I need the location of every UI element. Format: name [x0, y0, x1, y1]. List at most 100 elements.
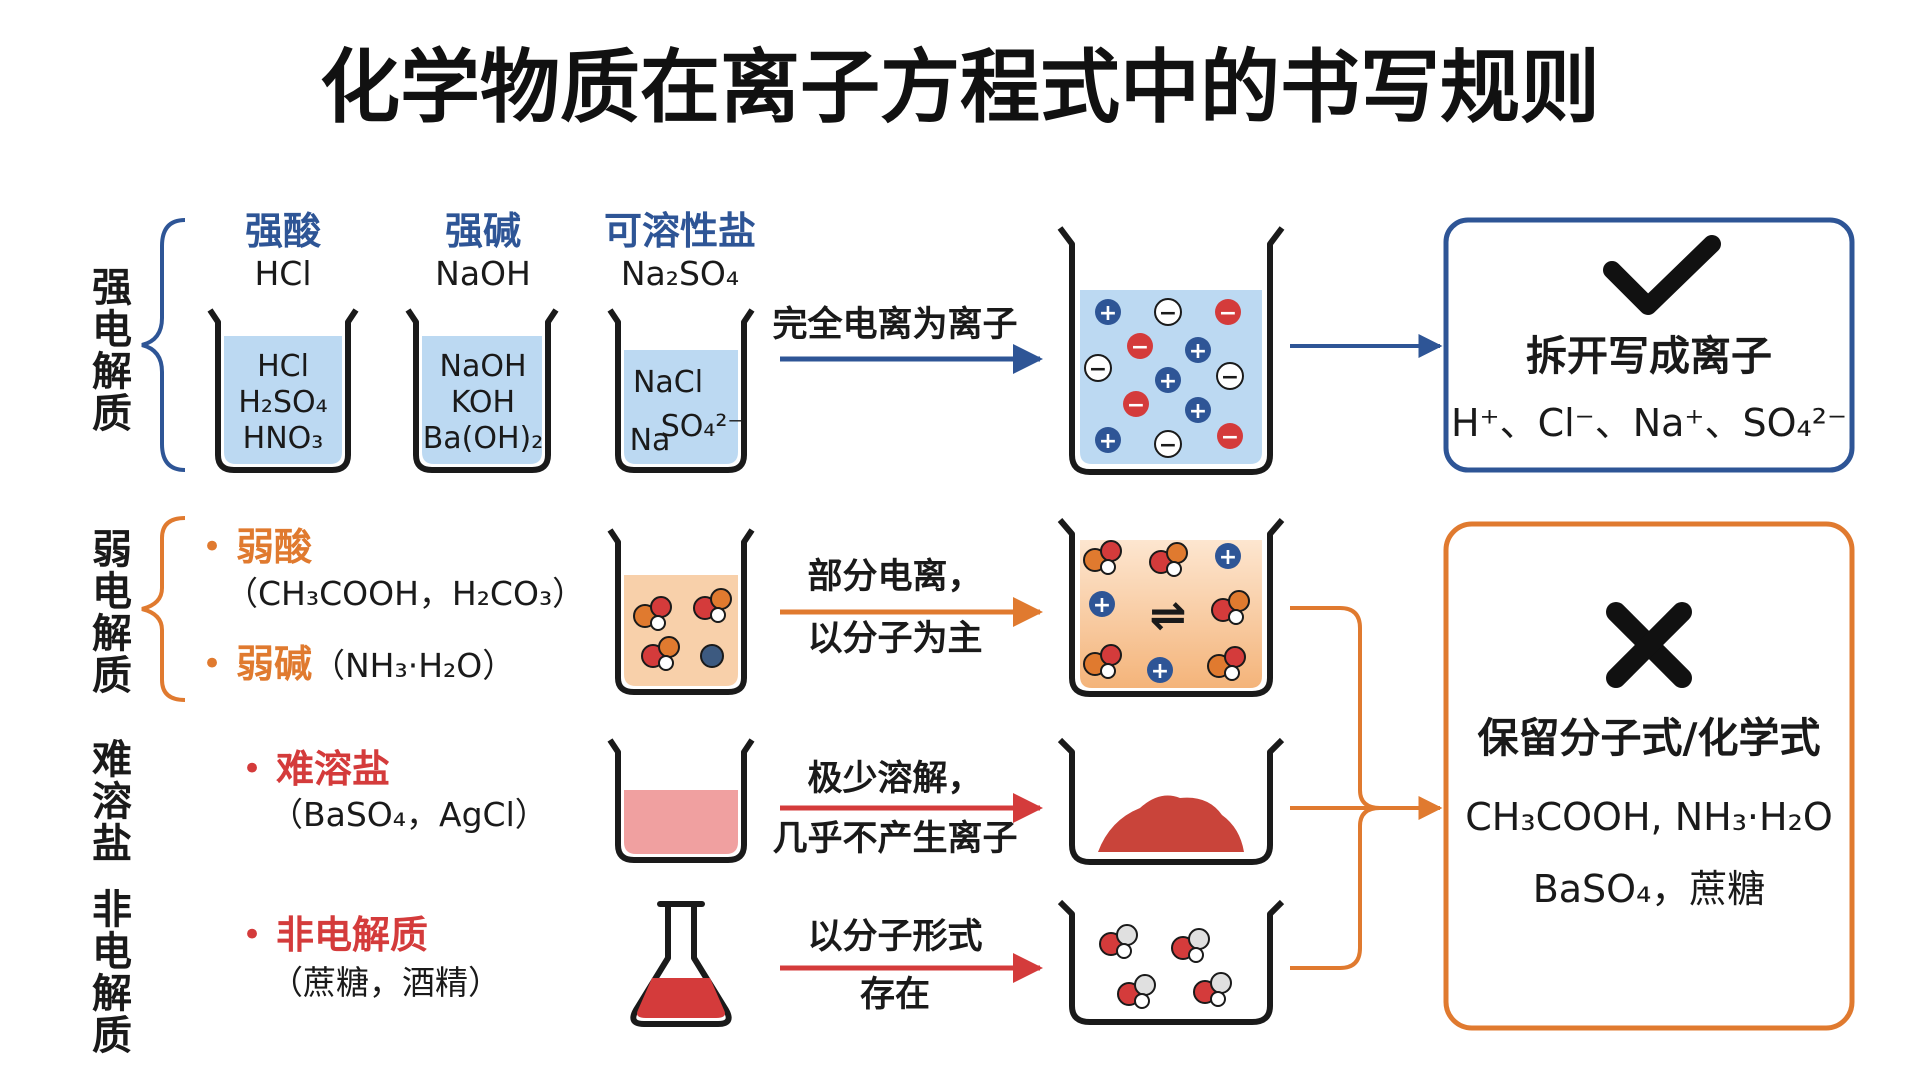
weak-arrow-label-2: 以分子为主	[807, 619, 982, 659]
strong-acid-content-2: H₂SO₄	[238, 385, 327, 420]
ion-sign: −	[1127, 393, 1145, 418]
keep-formula-box	[1443, 521, 1855, 1031]
ion-sign: −	[1219, 301, 1237, 326]
cation-particle: +	[1095, 427, 1121, 454]
keep-box-line-2: BaSO₄，蔗糖	[1533, 867, 1766, 911]
ion-circle	[1154, 298, 1182, 326]
atom	[1100, 644, 1122, 666]
weak-equilibrium-beaker	[1057, 518, 1285, 697]
insoluble-bullet: •	[242, 749, 262, 789]
soluble-salt-beaker	[607, 308, 755, 473]
atom	[1188, 947, 1204, 963]
ion-sign: −	[1159, 433, 1177, 458]
strong-electrolyte-label: 强电解质	[85, 266, 132, 434]
anion-outline-particle: −	[1154, 430, 1182, 458]
ion-sign: +	[1219, 545, 1237, 570]
insoluble-salt-beaker	[607, 738, 755, 863]
ion-sign: +	[1159, 369, 1177, 394]
atom	[710, 607, 726, 623]
non-electrolyte-bullet: •	[242, 915, 262, 955]
weak-acid-examples: （CH₃COOH，H₂CO₃）	[225, 574, 585, 613]
ion-circle	[1215, 299, 1241, 325]
atom	[1116, 924, 1138, 946]
ion-sign: +	[1151, 659, 1169, 684]
strong-acid-formula: HCl	[254, 254, 311, 293]
keep-box-title: 保留分子式/化学式	[1478, 714, 1821, 762]
ion-circle	[1123, 391, 1149, 417]
check-mark-icon	[1603, 235, 1721, 315]
weak-base-examples: （NH₃·H₂O）	[312, 646, 515, 685]
keep-box-line-1: CH₃COOH, NH₃·H₂O	[1465, 795, 1832, 839]
weak-acid-name: 弱酸	[236, 525, 313, 569]
atom	[1224, 665, 1240, 681]
atom	[1100, 663, 1116, 679]
atom	[1210, 991, 1226, 1007]
ion-circle	[1216, 362, 1244, 390]
strong-base-heading: 强碱	[445, 209, 521, 253]
cation-particle: +	[1089, 591, 1115, 618]
ion-circle	[1095, 299, 1121, 325]
ion-circle	[1215, 543, 1241, 569]
non-electrolyte-arrow-label-1: 以分子形式	[807, 917, 982, 957]
weak-electrolyte-beaker	[607, 528, 755, 695]
insoluble-examples: （BaSO₄，AgCl）	[270, 795, 548, 834]
atom	[710, 588, 732, 610]
ion-sign: +	[1099, 429, 1117, 454]
ion-circle	[1147, 657, 1173, 683]
strong-base-beaker	[405, 308, 559, 473]
soluble-salt-content-3: SO₄²⁻	[661, 409, 744, 444]
ion-sign: −	[1221, 425, 1239, 450]
molecule	[1211, 590, 1250, 625]
atom	[1166, 542, 1188, 564]
strong-acid-content-1: HCl	[257, 349, 309, 384]
atom	[650, 596, 672, 618]
molecule	[1171, 928, 1210, 963]
molecule-beaker	[1057, 899, 1285, 1025]
weak-base-bullet: •	[202, 644, 222, 684]
ion-circle	[1217, 423, 1243, 449]
atom	[658, 636, 680, 658]
atom	[1134, 974, 1156, 996]
ion-circle	[700, 644, 724, 668]
ion-sign: −	[1089, 357, 1107, 382]
cation-particle: +	[1185, 337, 1211, 364]
anion-outline-particle: −	[1084, 354, 1112, 382]
atom	[1224, 646, 1246, 668]
ion-sign: +	[1189, 339, 1207, 364]
anion-outline-particle: −	[1154, 298, 1182, 326]
molecule	[1083, 540, 1122, 575]
ion-circle	[1089, 591, 1115, 617]
split-result-title: 拆开写成离子	[1526, 332, 1772, 380]
soluble-salt-heading: 可溶性盐	[604, 209, 756, 253]
atom	[650, 615, 666, 631]
atom	[1134, 993, 1150, 1009]
weak-ion	[700, 644, 724, 668]
strong-base-content-2: KOH	[451, 385, 515, 420]
anion-outline-particle: −	[1216, 362, 1244, 390]
atom	[1100, 559, 1116, 575]
weak-brace	[141, 516, 186, 702]
anion-particle: −	[1123, 391, 1149, 418]
split-result-box	[1443, 217, 1855, 473]
cation-particle: +	[1095, 299, 1121, 326]
molecule	[633, 596, 672, 631]
soluble-salt-content-1: NaCl	[633, 365, 703, 400]
ion-sign: +	[1099, 301, 1117, 326]
molecule	[1083, 644, 1122, 679]
cation-particle: +	[1147, 657, 1173, 684]
soluble-salt-formula: Na₂SO₄	[621, 254, 739, 293]
page-title: 化学物质在离子方程式中的书写规则	[320, 41, 1600, 134]
non-electrolyte-examples: （蔗糖，酒精）	[270, 963, 501, 1002]
non-electrolyte-name: 非电解质	[276, 913, 428, 957]
weak-base-name: 弱碱	[236, 642, 312, 686]
weak-equilibrium-particles: + + +	[1083, 540, 1250, 684]
strong-acid-beaker	[207, 308, 359, 473]
ion-particles: +−−−+−+−−++−−	[1084, 298, 1244, 458]
weak-acid-bullet: •	[202, 527, 222, 567]
anion-particle: −	[1127, 333, 1153, 360]
atom	[1210, 972, 1232, 994]
anion-particle: −	[1217, 423, 1243, 450]
molecule	[1193, 972, 1232, 1007]
